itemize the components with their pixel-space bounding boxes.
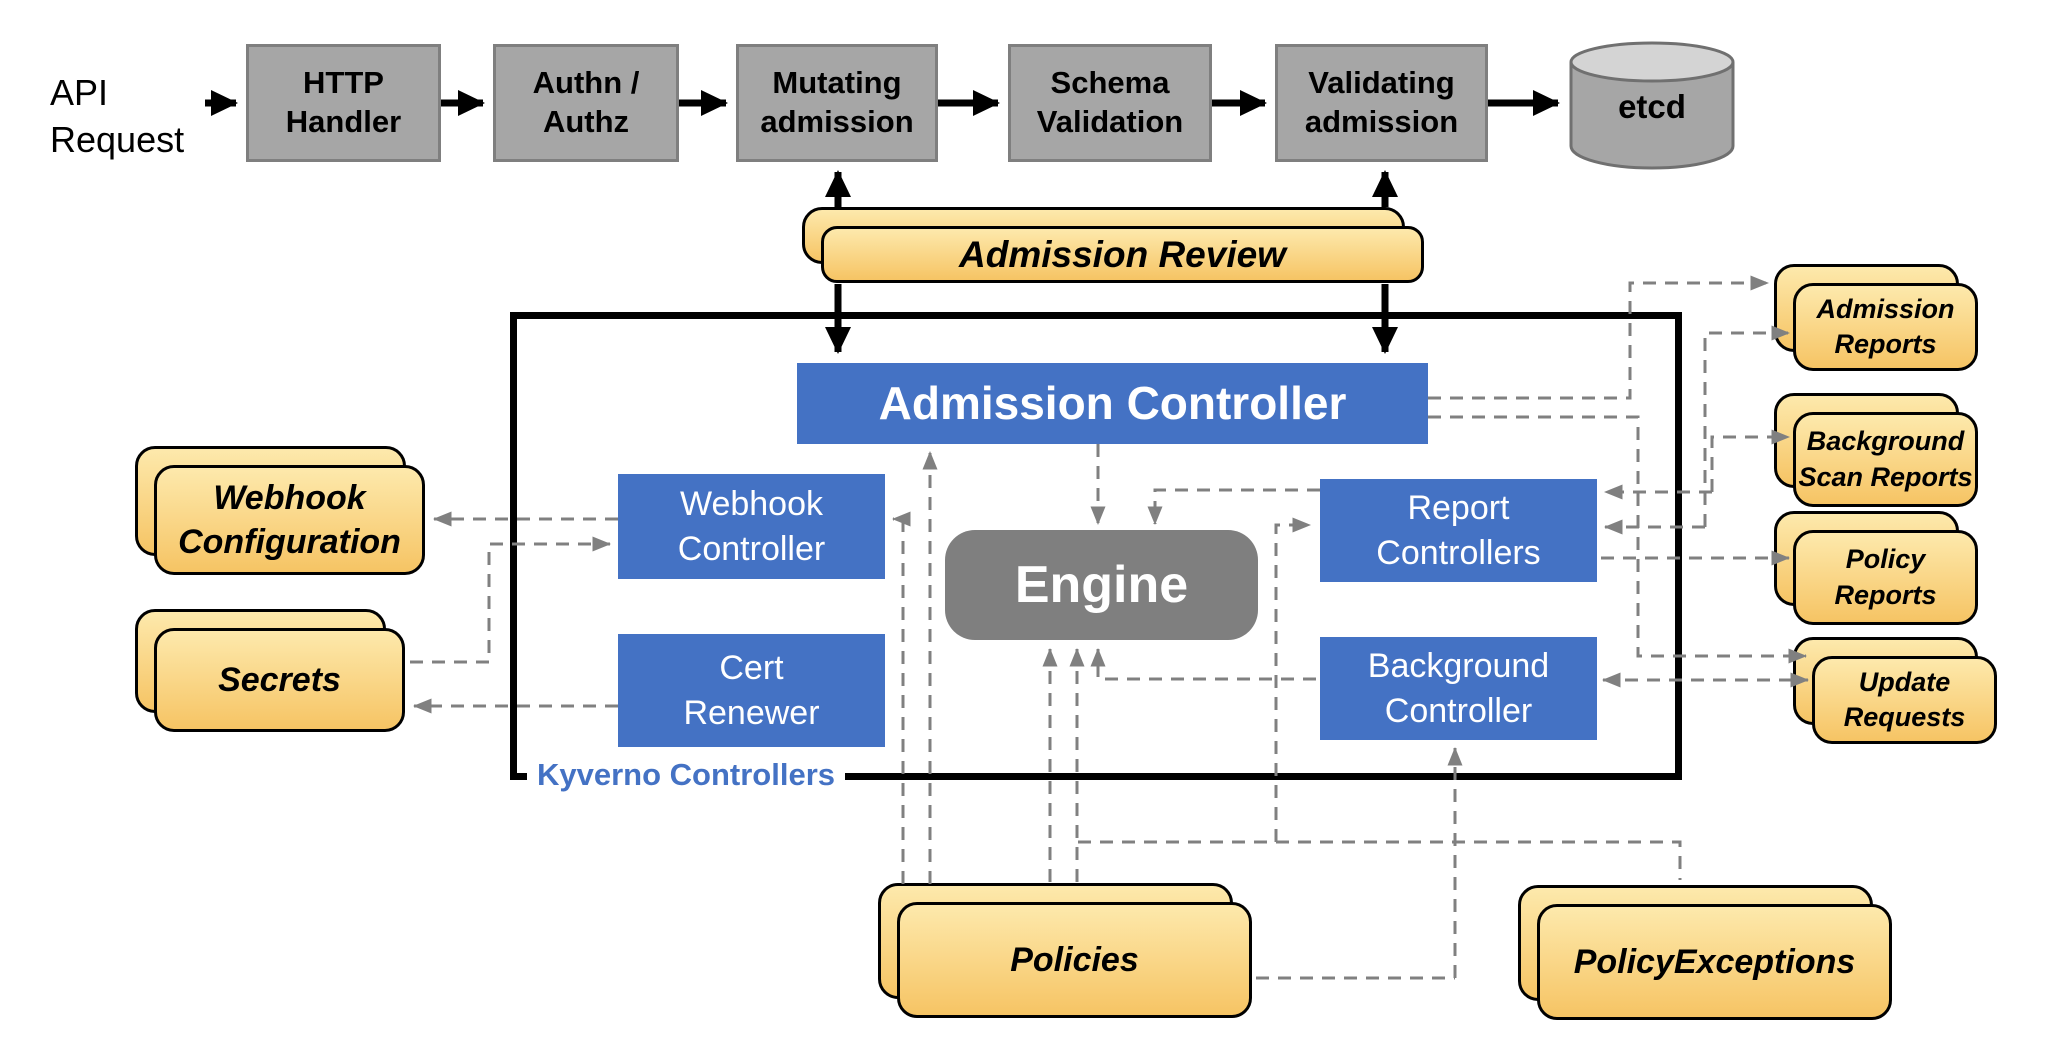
connector-mesh-policyexceptions — [1078, 840, 1682, 880]
secrets-card: Secrets — [135, 609, 405, 732]
webhook-configuration-card: Webhook Configuration — [135, 446, 425, 575]
update-requests-card: Update Requests — [1793, 637, 1997, 744]
report-controllers-box: Report Controllers — [1320, 479, 1597, 582]
background-controller-box: Background Controller — [1320, 637, 1597, 740]
cert-renewer-box: Cert Renewer — [618, 634, 885, 747]
connector-policies-webhookcontroller — [892, 511, 911, 884]
connector-secrets-webhookcontroller — [410, 536, 611, 664]
policy-exceptions-card: PolicyExceptions — [1518, 885, 1892, 1020]
connector-reportcontrollers-engine-top — [1147, 488, 1320, 525]
webhook-configuration-label: Webhook Configuration — [154, 465, 425, 575]
secrets-label: Secrets — [154, 628, 405, 732]
policy-reports-card: Policy Reports — [1774, 511, 1978, 625]
admission-reports-card: Admission Reports — [1774, 264, 1978, 371]
admission-review-card: Admission Review — [802, 207, 1424, 283]
etcd-label: etcd — [1618, 88, 1686, 125]
policy-reports-label: Policy Reports — [1793, 530, 1978, 625]
stage-mutating-admission: Mutating admission — [736, 44, 938, 162]
stage-validating-admission: Validating admission — [1275, 44, 1488, 162]
kyverno-controllers-box — [510, 312, 1682, 780]
background-scan-reports-label: Background Scan Reports — [1793, 412, 1978, 507]
connector-admissioncontroller-updaterequests — [1428, 415, 1807, 664]
admission-controller-box: Admission Controller — [797, 363, 1428, 444]
connector-backgroundcontroller-engine-bottom — [1090, 648, 1316, 681]
stage-authn-authz: Authn / Authz — [493, 44, 679, 162]
policies-card: Policies — [878, 883, 1252, 1018]
webhook-controller-box: Webhook Controller — [618, 474, 885, 579]
policy-exceptions-label: PolicyExceptions — [1537, 904, 1892, 1020]
stage-schema-validation: Schema Validation — [1008, 44, 1212, 162]
engine-box: Engine — [945, 530, 1258, 640]
api-request-label: API Request — [50, 72, 185, 160]
connector-mesh-reportcontrollers — [1274, 517, 1311, 842]
connector-reportcontrollers-backgroundscanreports — [1710, 429, 1790, 492]
etcd-cylinder-icon — [1569, 41, 1735, 170]
stage-http-handler: HTTP Handler — [246, 44, 441, 162]
kyverno-controllers-label: Kyverno Controllers — [527, 752, 846, 798]
update-requests-label: Update Requests — [1812, 656, 1997, 744]
background-scan-reports-card: Background Scan Reports — [1774, 393, 1978, 507]
connector-reportcontrollers-admissionreports — [1703, 325, 1790, 527]
admission-review-label: Admission Review — [821, 226, 1424, 283]
policies-label: Policies — [897, 902, 1252, 1018]
connector-admissioncontroller-admissionreports — [1428, 275, 1769, 400]
admission-reports-label: Admission Reports — [1793, 283, 1978, 371]
